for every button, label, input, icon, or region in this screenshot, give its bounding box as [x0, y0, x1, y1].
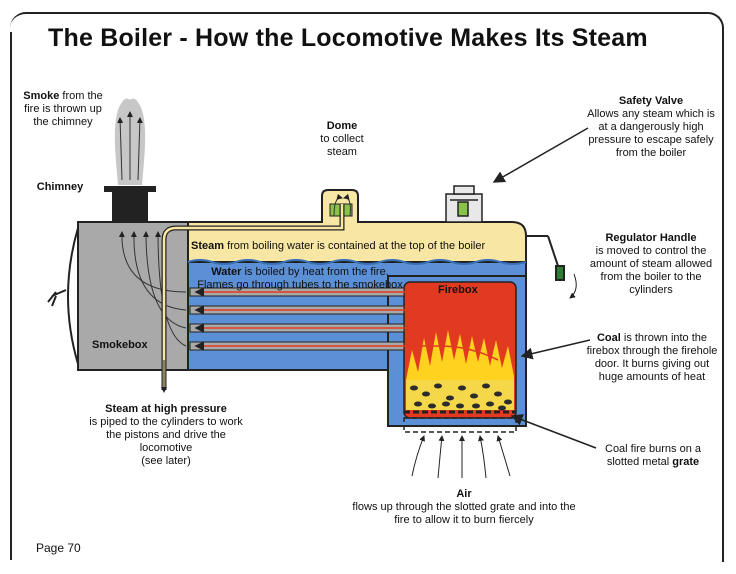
- regulator-handle-icon: [526, 235, 565, 281]
- coal-arrow: [520, 339, 591, 360]
- grate-label: Coal fire burns on a slotted metal grate: [594, 443, 712, 469]
- air-arrows: [411, 435, 511, 479]
- high-pressure-label-later: (see later): [141, 455, 191, 467]
- page-title: The Boiler - How the Locomotive Makes It…: [48, 24, 648, 52]
- smokebox-handle: [47, 289, 67, 307]
- ashpan: [403, 417, 517, 433]
- firebox-label: Firebox: [438, 284, 478, 296]
- steam-label-text: from boiling water is contained at the t…: [224, 240, 486, 252]
- safety-valve-arrow: [492, 127, 589, 183]
- flames: [406, 330, 514, 392]
- smoke-label-text: from the fire is thrown up the chimney: [24, 90, 103, 128]
- page-frame-left: [10, 32, 12, 560]
- smoke-label: Smoke from the fire is thrown up the chi…: [20, 90, 106, 129]
- high-pressure-label-text: is piped to the cylinders to work the pi…: [89, 416, 243, 454]
- steam-space-label: Steam from boiling water is contained at…: [191, 240, 485, 253]
- dome-arrows: [333, 193, 351, 217]
- page-number: Page 70: [36, 541, 81, 555]
- chimney-label: Chimney: [36, 181, 84, 193]
- smokebox-door: [67, 227, 79, 365]
- water-label-text2: Flames go through tubes to the smokebox: [197, 279, 403, 291]
- water-label-text1: is boiled by heat from the fire.: [241, 266, 389, 278]
- safety-valve-label: Safety Valve Allows any steam which is a…: [584, 95, 718, 160]
- regulator-swing-arrow: [569, 273, 577, 299]
- dome-label-bold: Dome: [326, 120, 358, 132]
- smoke-arrows: [117, 111, 143, 181]
- chimney: [104, 186, 156, 224]
- boiler-steam-space: [187, 189, 527, 263]
- grate-label-text: Coal fire burns on a slotted metal: [605, 443, 701, 468]
- coal-label-bold: Coal: [596, 332, 621, 344]
- smoke-label-bold: Smoke: [23, 90, 60, 102]
- water-label: Water is boiled by heat from the fire. F…: [190, 266, 410, 292]
- safety-valve-icon: [445, 185, 483, 223]
- high-pressure-label: Steam at high pressure is piped to the c…: [86, 403, 246, 468]
- flame-flow-arrows: [194, 287, 499, 361]
- safety-valve-label-text: Allows any steam which is at a dangerous…: [587, 108, 715, 159]
- air-label-bold: Air: [456, 488, 472, 500]
- high-pressure-label-bold: Steam at high pressure: [105, 403, 227, 415]
- dome-label: Dome to collect steam: [304, 120, 380, 159]
- page-frame: [10, 12, 724, 562]
- grate-arrow: [510, 414, 597, 449]
- dome-label-text: to collect steam: [320, 133, 364, 158]
- safety-valve-label-bold: Safety Valve: [618, 95, 684, 107]
- water-line: [187, 259, 527, 265]
- water-label-bold: Water: [211, 266, 242, 278]
- grate-label-bold: grate: [672, 456, 700, 468]
- coal-lumps: [410, 383, 512, 411]
- air-label: Air flows up through the slotted grate a…: [346, 488, 582, 527]
- smokebox-label: Smokebox: [92, 339, 148, 351]
- coal-label-text: is thrown into the firebox through the f…: [586, 332, 718, 383]
- coal-label: Coal is thrown into the firebox through …: [586, 332, 718, 384]
- regulator-label-bold: Regulator Handle: [605, 232, 697, 244]
- air-label-text: flows up through the slotted grate and i…: [352, 501, 576, 526]
- regulator-label-text: is moved to control the amount of steam …: [589, 245, 713, 296]
- regulator-label: Regulator Handle is moved to control the…: [584, 232, 718, 297]
- steam-label-bold: Steam: [191, 240, 225, 252]
